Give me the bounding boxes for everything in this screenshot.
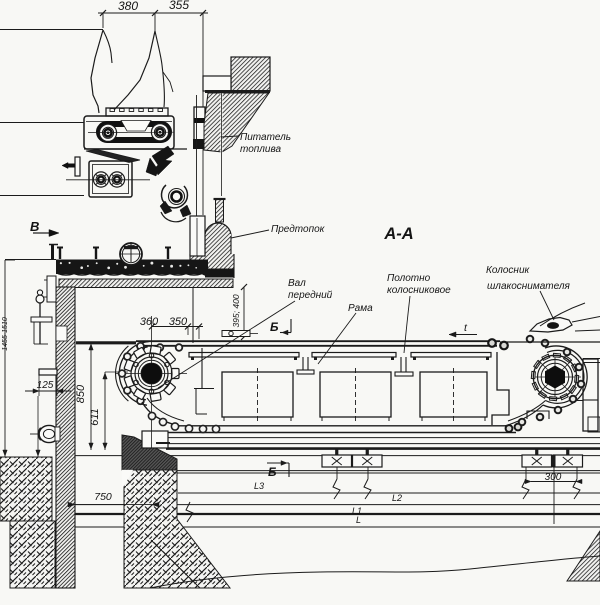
svg-text:300: 300 — [545, 472, 562, 483]
svg-text:L: L — [356, 515, 361, 525]
svg-text:топлива: топлива — [240, 144, 281, 155]
svg-text:Б: Б — [270, 320, 279, 334]
svg-text:передний: передний — [288, 290, 333, 301]
svg-text:1455-1510: 1455-1510 — [2, 317, 9, 351]
svg-text:Полотно: Полотно — [387, 273, 431, 284]
svg-text:380: 380 — [118, 0, 138, 13]
svg-text:350: 350 — [169, 316, 188, 328]
svg-text:А-А: А-А — [383, 225, 413, 243]
svg-text:Колосник: Колосник — [486, 265, 531, 276]
svg-text:Рама: Рама — [348, 303, 373, 314]
svg-text:Б: Б — [268, 465, 277, 479]
svg-text:395; 400: 395; 400 — [231, 294, 241, 327]
svg-text:125: 125 — [37, 380, 54, 391]
svg-text:колосниковое: колосниковое — [387, 285, 451, 296]
svg-text:355: 355 — [169, 0, 189, 12]
svg-text:В: В — [30, 219, 39, 234]
svg-text:Предтопок: Предтопок — [271, 224, 326, 235]
svg-text:850: 850 — [75, 384, 87, 403]
svg-text:611: 611 — [89, 408, 101, 426]
svg-text:Питатель: Питатель — [240, 132, 291, 143]
svg-text:L3: L3 — [254, 481, 264, 491]
svg-text:L2: L2 — [392, 493, 402, 503]
svg-text:Вал: Вал — [288, 278, 306, 289]
svg-text:360: 360 — [140, 316, 159, 328]
svg-text:750: 750 — [94, 491, 112, 503]
svg-text:шлакоснимателя: шлакоснимателя — [487, 281, 570, 292]
